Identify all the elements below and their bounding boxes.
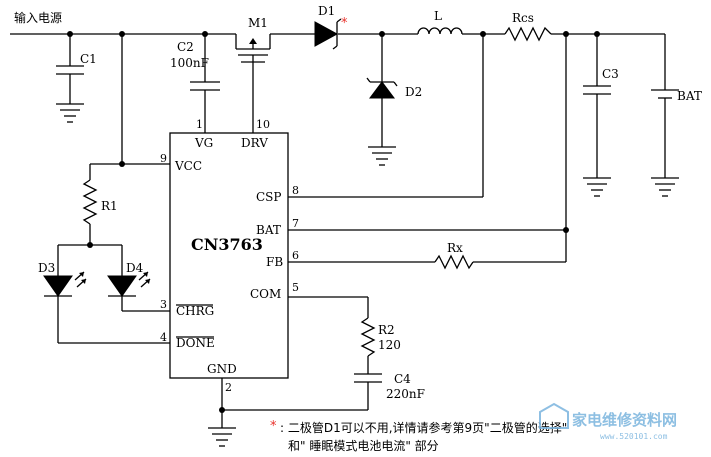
l-label: L bbox=[434, 9, 442, 23]
input-power-label: 输入电源 bbox=[14, 10, 62, 25]
ic-name: CN3763 bbox=[191, 235, 263, 254]
d2-label: D2 bbox=[405, 85, 422, 99]
fb-wiring bbox=[288, 254, 566, 270]
capacitor-c1 bbox=[56, 34, 84, 104]
diode-d2 bbox=[366, 34, 398, 147]
c2-value: 100nF bbox=[170, 56, 209, 70]
r2-value: 120 bbox=[378, 338, 401, 352]
resistor-rcs bbox=[504, 26, 552, 42]
ic-cn3763 bbox=[169, 132, 289, 379]
pin-drv-number: 10 bbox=[256, 118, 270, 131]
pin-done-number: 4 bbox=[160, 331, 167, 344]
pin-gnd-label: GND bbox=[207, 362, 237, 376]
inductor-l bbox=[417, 27, 463, 35]
pin-bat-number: 7 bbox=[292, 217, 299, 230]
ground-symbol-c1 bbox=[56, 103, 84, 123]
pin-vg-number: 1 bbox=[196, 118, 203, 131]
pin-com-number: 5 bbox=[292, 281, 299, 294]
junction-dots bbox=[67, 31, 600, 413]
ground-symbol-d2 bbox=[368, 146, 396, 166]
rx-label: Rx bbox=[447, 241, 463, 255]
com-wiring bbox=[288, 296, 369, 318]
c4-value: 220nF bbox=[386, 387, 425, 401]
pin-chrg-number: 3 bbox=[160, 298, 167, 311]
note-line-1: : 二极管D1可以不用,详情请参考第9页"二极管的选择" bbox=[280, 420, 567, 435]
r2-label: R2 bbox=[378, 323, 395, 337]
d1-label: D1 bbox=[318, 4, 335, 18]
note-line-2: 和" 睡眠模式电池电流" 部分 bbox=[288, 438, 439, 453]
pin-csp-number: 8 bbox=[292, 184, 299, 197]
capacitor-c3 bbox=[583, 34, 611, 178]
pin-vcc-number: 9 bbox=[160, 152, 167, 165]
bat-label: BAT bbox=[677, 89, 702, 103]
c3-label: C3 bbox=[602, 67, 619, 81]
r1-label: R1 bbox=[101, 199, 118, 213]
bat-sense-wiring bbox=[288, 34, 567, 262]
capacitor-c2 bbox=[190, 34, 220, 133]
c2-label: C2 bbox=[177, 40, 194, 54]
watermark-url: www.520101.com bbox=[600, 432, 668, 441]
diode-d1 bbox=[314, 18, 342, 50]
pin-com-label: COM bbox=[250, 287, 281, 301]
pin-vcc-label: VCC bbox=[174, 159, 202, 173]
battery-bat bbox=[651, 34, 679, 178]
capacitor-c4 bbox=[354, 373, 382, 410]
watermark-logo: 家电维修资料网 www.520101.com bbox=[539, 402, 677, 441]
ground-symbol-bat bbox=[651, 177, 679, 197]
pin-csp-label: CSP bbox=[256, 190, 281, 204]
c1-label: C1 bbox=[80, 52, 97, 66]
pin-fb-label: FB bbox=[266, 255, 283, 269]
pin-bat-label: BAT bbox=[256, 223, 281, 237]
led-d4 bbox=[107, 245, 170, 312]
resistor-r2 bbox=[360, 317, 376, 374]
m1-label: M1 bbox=[248, 16, 268, 30]
d1-asterisk: * bbox=[341, 16, 348, 31]
note-asterisk: * bbox=[270, 419, 277, 434]
pin-chrg-label: CHRG bbox=[176, 304, 214, 318]
d4-label: D4 bbox=[126, 261, 144, 275]
pin-vg-label: VG bbox=[194, 136, 213, 150]
pin-fb-number: 6 bbox=[292, 249, 299, 262]
vcc-wiring bbox=[89, 34, 170, 180]
watermark-text: 家电维修资料网 bbox=[572, 411, 677, 429]
rcs-label: Rcs bbox=[512, 11, 534, 25]
mosfet-m1 bbox=[235, 34, 271, 133]
d3-label: D3 bbox=[38, 261, 55, 275]
ground-symbol-ic bbox=[208, 427, 236, 447]
pin-gnd-number: 2 bbox=[225, 381, 232, 394]
pin-done-label: DONE bbox=[176, 336, 215, 350]
led-d3 bbox=[43, 245, 170, 344]
gnd-wiring bbox=[221, 378, 368, 428]
pin-drv-label: DRV bbox=[241, 136, 268, 150]
c4-label: C4 bbox=[394, 372, 411, 386]
ground-symbol-c3 bbox=[583, 177, 611, 197]
csp-wiring bbox=[288, 34, 484, 198]
